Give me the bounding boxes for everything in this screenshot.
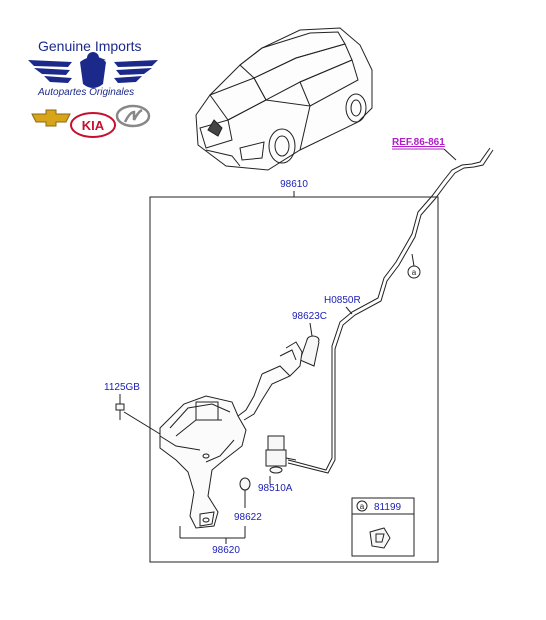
circle-a-label: a (412, 268, 417, 277)
legend-circle-a: a (360, 502, 365, 511)
chevrolet-logo (31, 109, 71, 127)
callout-98610: 98610 (280, 179, 308, 190)
grommet-part (239, 477, 251, 508)
callout-98623c: 98623C (292, 311, 327, 322)
callout-h0850r-leader (345, 306, 353, 315)
brand-subtitle: Autopartes Originales (38, 87, 135, 98)
circle-a-marker (407, 265, 421, 279)
brand-title: Genuine Imports (38, 38, 142, 54)
bolt-part (115, 403, 125, 420)
callout-1125gb: 1125GB (104, 382, 140, 393)
kia-logo: KIA (70, 112, 116, 138)
washer-hose (287, 147, 494, 474)
washer-reservoir (159, 341, 303, 529)
ref-callout: REF.86-861 (392, 137, 445, 148)
car-illustration (195, 27, 373, 171)
callout-98510a: 98510A (258, 483, 293, 494)
hyundai-logo (115, 104, 151, 128)
ref-leader (443, 148, 457, 161)
callout-81199: 81199 (374, 502, 402, 513)
assembly-frame (149, 196, 439, 563)
callout-98622: 98622 (234, 512, 262, 523)
circle-a-leader (411, 253, 415, 267)
legend-box-81199: a 81199 (351, 497, 415, 557)
kia-logo-text: KIA (82, 118, 105, 133)
filler-cap (299, 335, 320, 367)
clip-part (369, 527, 391, 549)
callout-h0850r: H0850R (324, 295, 361, 306)
bolt-to-reservoir-leader (123, 411, 161, 435)
callout-98623c-leader (309, 322, 313, 337)
eagle-logo (28, 52, 158, 88)
washer-pump (265, 435, 297, 474)
callout-98620: 98620 (212, 545, 240, 556)
